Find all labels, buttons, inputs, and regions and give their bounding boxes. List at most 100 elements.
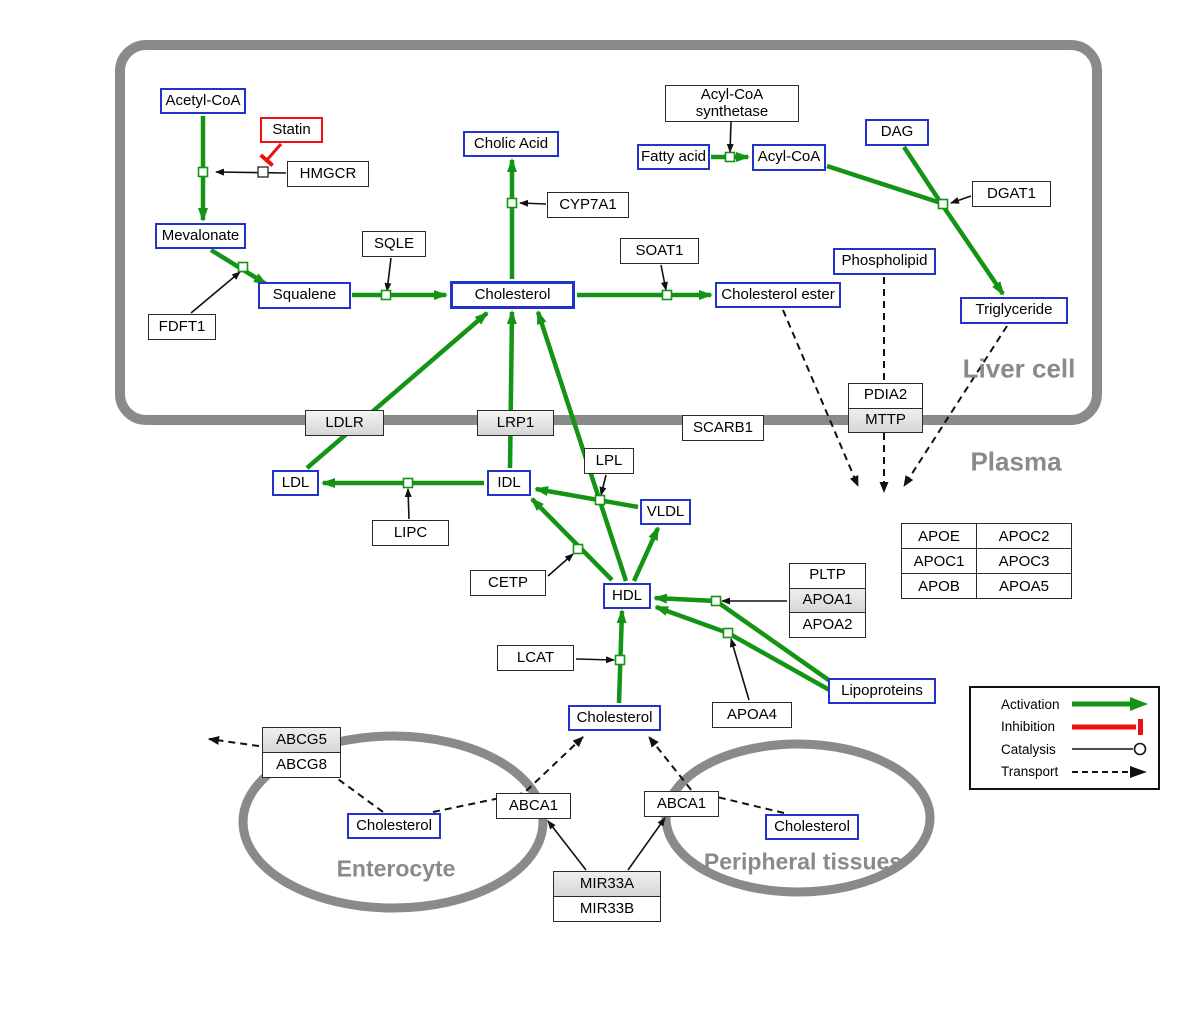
hdl-to-idl-cetp — [530, 497, 614, 582]
node-pdia2-mttp-cell-pdia2[interactable]: PDIA2 — [849, 384, 922, 408]
apo-cell-apoc1[interactable]: APOC1 — [902, 549, 976, 573]
apo-cell-apoa5[interactable]: APOA5 — [977, 574, 1071, 598]
node-cholic-acid[interactable]: Cholic Acid — [463, 131, 559, 157]
reaction-node — [722, 627, 734, 639]
node-pltp-apoa1-apoa2-cell-pltp[interactable]: PLTP — [790, 564, 865, 588]
node-scarb1[interactable]: SCARB1 — [682, 415, 764, 441]
activation-glyph-icon — [1072, 697, 1148, 712]
peripheral-tissues-outline — [661, 739, 935, 897]
reaction-node — [197, 166, 209, 178]
statin-inhibits-hmgcr — [259, 143, 283, 168]
node-ldlr[interactable]: LDLR — [305, 410, 384, 436]
vldl-to-idl — [534, 486, 639, 510]
apo-cell-apoc2[interactable]: APOC2 — [977, 524, 1071, 548]
idl-to-cholesterol — [506, 310, 517, 469]
node-pltp-apoa1-apoa2-cell-apoa2[interactable]: APOA2 — [790, 612, 865, 638]
reaction-node — [937, 198, 949, 210]
node-ldl[interactable]: LDL — [272, 470, 319, 496]
lcat-catalysis — [575, 656, 615, 664]
node-acyl-coa-synthetase[interactable]: Acyl-CoA synthetase — [665, 85, 799, 122]
node-acyl-coa[interactable]: Acyl-CoA — [752, 144, 826, 171]
node-pdia2-mttp-cell-mttp[interactable]: MTTP — [849, 407, 922, 432]
node-hdl[interactable]: HDL — [603, 583, 651, 609]
node-lipoproteins[interactable]: Lipoproteins — [828, 678, 936, 704]
triglyceride-to-plasma — [903, 325, 1008, 487]
catalysis-port — [257, 166, 269, 178]
node-lipc[interactable]: LIPC — [372, 520, 449, 546]
inhibition-glyph-icon — [1072, 718, 1143, 735]
node-cholesterol-enterocyte[interactable]: Cholesterol — [347, 813, 441, 839]
apo-cell-apoe[interactable]: APOE — [902, 524, 976, 548]
node-sqle[interactable]: SQLE — [362, 231, 426, 257]
node-vldl[interactable]: VLDL — [640, 499, 691, 525]
node-acetyl-coa[interactable]: Acetyl-CoA — [160, 88, 246, 114]
legend-item-inhibition: Inhibition — [1001, 716, 1150, 737]
node-lrp1[interactable]: LRP1 — [477, 410, 554, 436]
mir33-to-abca1-right — [627, 817, 666, 871]
node-cholesterol-ester[interactable]: Cholesterol ester — [715, 282, 841, 308]
cyp7a1-catalysis — [519, 199, 547, 207]
node-hmgcr[interactable]: HMGCR — [287, 161, 369, 187]
peripheral-tissues-label: Peripheral tissues — [703, 848, 903, 875]
legend-label-catalysis: Catalysis — [1001, 741, 1056, 757]
node-abcg5-abcg8-cell-abcg8[interactable]: ABCG8 — [263, 752, 340, 777]
node-mir33a-mir33b-cell-mir33b[interactable]: MIR33B — [554, 896, 660, 921]
dag-to-dgat1-junction — [902, 145, 941, 202]
hmgcr-catalysis — [215, 168, 287, 176]
node-cholesterol-plasma[interactable]: Cholesterol — [568, 705, 661, 731]
node-statin[interactable]: Statin — [260, 117, 323, 143]
lipc-catalysis — [404, 488, 412, 520]
cholesterol-ester-to-plasma — [782, 309, 859, 487]
node-soat1[interactable]: SOAT1 — [620, 238, 699, 264]
node-pltp-apoa1-apoa2-cell-apoa1[interactable]: APOA1 — [790, 587, 865, 613]
legend-label-activation: Activation — [1001, 696, 1060, 712]
node-phospholipid[interactable]: Phospholipid — [833, 248, 936, 275]
node-abca1-enterocyte[interactable]: ABCA1 — [496, 793, 571, 819]
node-cetp[interactable]: CETP — [470, 570, 546, 596]
node-lpl[interactable]: LPL — [584, 448, 634, 474]
node-squalene[interactable]: Squalene — [258, 282, 351, 309]
reaction-node — [661, 289, 673, 301]
node-cholesterol-liver[interactable]: Cholesterol — [450, 281, 575, 309]
reaction-node — [402, 477, 414, 489]
node-cyp7a1[interactable]: CYP7A1 — [547, 192, 629, 218]
node-triglyceride[interactable]: Triglyceride — [960, 297, 1068, 324]
node-abca1-peripheral[interactable]: ABCA1 — [644, 791, 719, 817]
catalysis-glyph-icon — [1072, 742, 1147, 756]
cetp-catalysis — [547, 553, 574, 577]
reaction-node — [237, 261, 249, 273]
reaction-node — [614, 654, 626, 666]
node-lcat[interactable]: LCAT — [497, 645, 574, 671]
plasma-label: Plasma — [970, 446, 1062, 477]
soat1-catalysis — [660, 264, 668, 291]
node-idl[interactable]: IDL — [487, 470, 531, 496]
node-mir33a-mir33b-cell-mir33a[interactable]: MIR33A — [554, 872, 660, 896]
apo-cell-apob[interactable]: APOB — [902, 574, 976, 598]
legend-label-inhibition: Inhibition — [1001, 719, 1056, 735]
acyl-coa-synthetase-catalysis — [726, 121, 734, 153]
node-dag[interactable]: DAG — [865, 119, 929, 146]
node-apoa4[interactable]: APOA4 — [712, 702, 792, 728]
legend-item-catalysis: Catalysis — [1001, 739, 1150, 760]
node-fatty-acid[interactable]: Fatty acid — [637, 144, 710, 170]
fdft1-catalysis — [190, 271, 241, 314]
reaction-node — [506, 197, 518, 209]
node-dgat1[interactable]: DGAT1 — [972, 181, 1051, 207]
node-fdft1[interactable]: FDFT1 — [148, 314, 216, 340]
node-abcg5-abcg8-cell-abcg5[interactable]: ABCG5 — [263, 728, 340, 752]
node-cholesterol-peripheral[interactable]: Cholesterol — [765, 814, 859, 840]
node-mevalonate[interactable]: Mevalonate — [155, 223, 246, 249]
dgat1-catalysis — [950, 195, 972, 204]
hdl-to-vldl — [631, 526, 661, 582]
liver-cell-label: Liver cell — [962, 353, 1076, 384]
apo-cell-apoc3[interactable]: APOC3 — [977, 549, 1071, 573]
hdl-to-cholesterol — [535, 310, 629, 582]
reaction-node — [594, 494, 606, 506]
